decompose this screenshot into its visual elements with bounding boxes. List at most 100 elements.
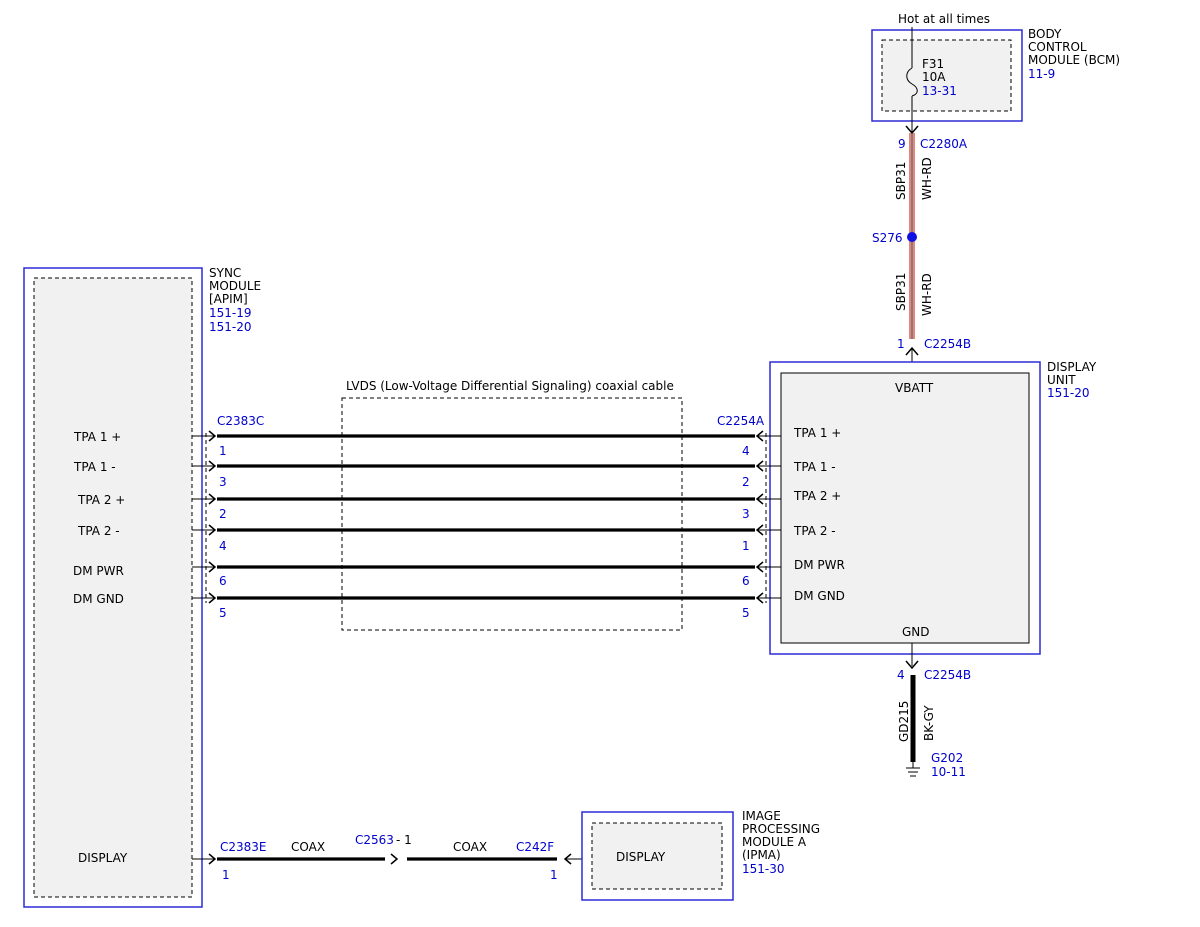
ipma-name-line4: (IPMA) [742,848,781,862]
fuse-f31-symbol [906,67,918,97]
display-unit-name-line1: DISPLAY [1047,360,1097,374]
sync-pin-tpa2-plus: TPA 2 + [77,493,125,507]
sync-name-line2: MODULE [209,279,261,293]
c2254a-id: C2254A [717,414,765,428]
ipma-name-line3: MODULE A [742,835,807,849]
coax-label-2: COAX [453,840,487,854]
c2254b-power-pin: 1 [897,337,905,351]
c2254b-ground-connector-symbol [905,660,919,670]
lvds-cable-shield-box [341,397,683,631]
fuse-rating: 10A [922,70,946,84]
c242f-id: C242F [516,840,554,854]
signal-wire-tpa2-plus-left-connector [208,493,217,505]
c2563-connector-symbol [390,853,399,865]
bcm-module [871,29,1023,122]
c2280a-pin: 9 [898,137,906,151]
c2254a-pin-tpa1-plus: 4 [742,444,750,458]
c2383c-pin-tpa1-plus: 1 [219,444,227,458]
sync-display-label: DISPLAY [78,851,128,865]
ipma-display-label: DISPLAY [616,850,666,864]
signal-wire-tpa1-minus [192,460,781,472]
c2383c-pin-dm-pwr: 6 [219,574,227,588]
c2383e-pin: 1 [222,868,230,882]
hot-at-all-times-label: Hot at all times [898,12,990,26]
lvds-cable-label: LVDS (Low-Voltage Differential Signaling… [346,379,674,393]
display-pin-dm-pwr: DM PWR [794,558,845,572]
signal-wire-tpa1-plus-left-connector [208,430,217,442]
signal-wire-dm-pwr-left-connector [208,561,217,573]
c2383c-pin-tpa2-minus: 4 [219,539,227,553]
signal-wire-tpa2-plus [192,493,781,505]
sync-pin-tpa1-plus: TPA 1 + [73,430,121,444]
display-pin-tpa1-minus: TPA 1 - [793,460,836,474]
c2280a-id: C2280A [920,137,968,151]
sync-pin-tpa1-minus: TPA 1 - [73,460,116,474]
signal-wire-tpa2-minus-left-connector [208,524,217,536]
ground-ref: 10-11 [931,765,966,779]
ipma-name-line1: IMAGE [742,809,781,823]
c2383e-connector-symbol [208,853,217,865]
ipma-inner-box [591,822,723,890]
sync-name-line3: [APIM] [209,292,248,306]
display-unit-inner-box [780,372,1030,644]
display-unit-module [769,361,1041,655]
bcm-name-line1: BODY [1028,27,1062,41]
sync-ref-2: 151-20 [209,320,252,334]
sync-pin-dm-pwr: DM PWR [73,564,124,578]
c2254a-pin-dm-pwr: 6 [742,574,750,588]
sync-inner-box [33,277,193,898]
c2254a-pin-tpa2-minus: 1 [742,539,750,553]
signal-wire-dm-pwr [192,561,781,573]
sync-pin-dm-gnd: DM GND [73,592,124,606]
bcm-inner-box [881,39,1012,112]
sbp31-upper-color: WH-RD [920,157,934,200]
bcm-name-line2: CONTROL [1028,40,1087,54]
fuse-id: F31 [922,57,944,71]
signal-wire-tpa1-plus [192,430,781,442]
signal-wire-dm-gnd [192,592,781,604]
bcm-ref: 11-9 [1028,67,1055,81]
c2383c-pin-tpa2-plus: 2 [219,507,227,521]
display-pin-dm-gnd: DM GND [794,589,845,603]
bcm-name-line3: MODULE (BCM) [1028,53,1120,67]
c2254a-pin-dm-gnd: 5 [742,606,750,620]
ground-id: G202 [931,751,963,765]
sbp31-lower-circuit: SBP31 [894,273,908,311]
splice-s276-label: S276 [872,231,903,245]
c2383e-id: C2383E [220,840,267,854]
display-unit-gnd-label: GND [902,625,930,639]
signal-wire-dm-gnd-left-connector [208,592,217,604]
sync-pin-tpa2-minus: TPA 2 - [77,524,120,538]
c2383c-id: C2383C [217,414,264,428]
c2563-pin: - 1 [396,833,412,847]
sync-name-line1: SYNC [209,266,241,280]
gd215-circuit: GD215 [897,701,911,742]
display-pin-tpa2-plus: TPA 2 + [793,489,841,503]
sync-ref-1: 151-19 [209,306,252,320]
c2254a-pin-tpa1-minus: 2 [742,475,750,489]
c2383c-pin-tpa1-minus: 3 [219,475,227,489]
display-pin-tpa1-plus: TPA 1 + [793,426,841,440]
ipma-ref: 151-30 [742,862,785,876]
c2254b-ground-pin: 4 [897,668,905,682]
c2254b-power-id: C2254B [924,337,971,351]
gd215-color: BK-GY [922,705,936,741]
signal-wire-tpa1-minus-left-connector [208,460,217,472]
ipma-module [581,811,734,901]
ground-g202-symbol [906,762,920,777]
display-pin-tpa2-minus: TPA 2 - [793,524,836,538]
ipma-name-line2: PROCESSING [742,822,820,836]
display-unit-name-line2: UNIT [1047,373,1076,387]
sbp31-upper-circuit: SBP31 [894,162,908,200]
c2563-id: C2563 [355,833,394,847]
c2383c-pin-dm-gnd: 5 [219,606,227,620]
splice-s276-dot [907,232,917,242]
coax-label-1: COAX [291,840,325,854]
c2254b-ground-id: C2254B [924,668,971,682]
c2254a-pin-tpa2-plus: 3 [742,507,750,521]
fuse-ref: 13-31 [922,84,957,98]
display-unit-ref: 151-20 [1047,386,1090,400]
sync-module [23,267,203,908]
signal-wire-tpa2-minus [192,524,781,536]
